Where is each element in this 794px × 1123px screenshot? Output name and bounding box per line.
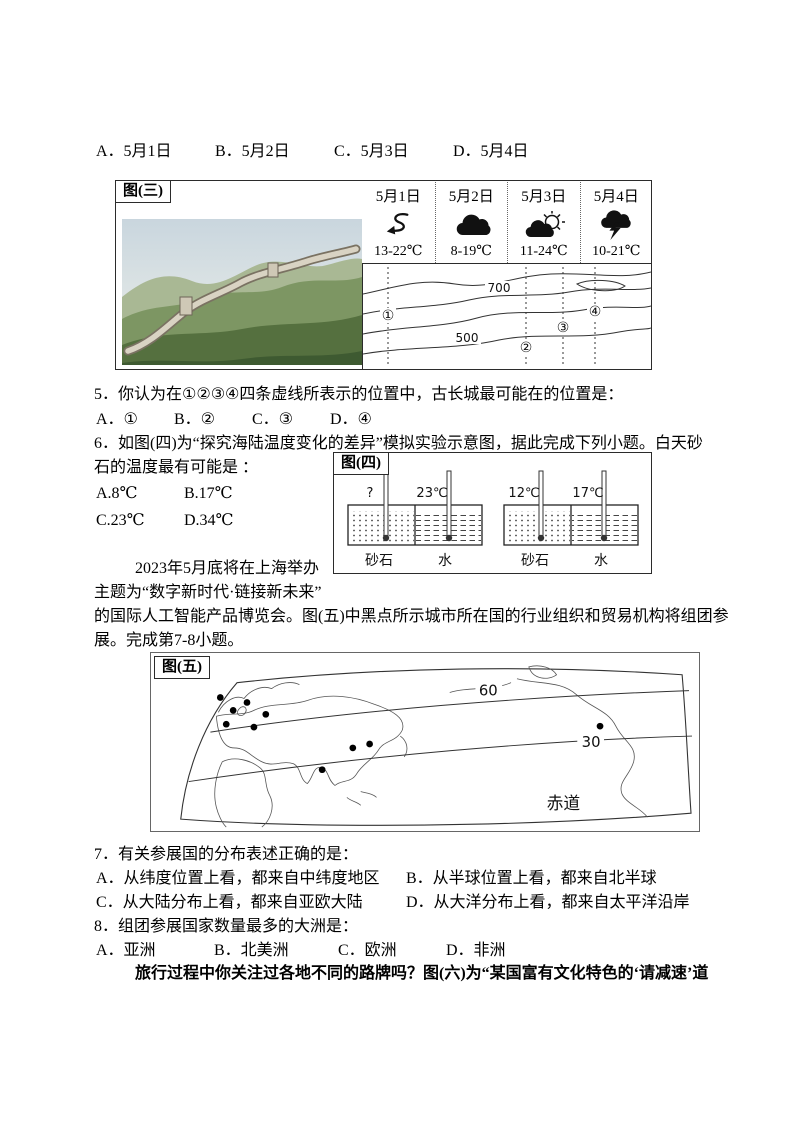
weather-temp: 8-19℃	[450, 244, 492, 259]
weather-day-1: 5月1日 13-22℃	[362, 182, 435, 263]
figure4-label: 图(四)	[333, 452, 389, 475]
great-wall-photo-svg	[122, 219, 362, 365]
lat-60-label: 60	[479, 683, 498, 700]
svg-text:12℃: 12℃	[508, 486, 539, 501]
q4-option-c: C．5月3日	[334, 143, 409, 160]
svg-text:500: 500	[456, 331, 479, 345]
overcast-icon	[449, 206, 493, 243]
temperature-readings: ? 23℃ 12℃ 17℃	[367, 486, 604, 501]
q5-option-b: B．②	[174, 411, 216, 428]
weather-day-3: 5月3日 11-24℃	[507, 182, 580, 263]
q5-option-c: C．③	[252, 411, 294, 428]
svg-text:17℃: 17℃	[572, 486, 603, 501]
weather-temp: 13-22℃	[374, 244, 423, 259]
svg-text:700: 700	[488, 281, 511, 295]
svg-text:④: ④	[589, 304, 602, 320]
weather-temp: 11-24℃	[519, 244, 568, 259]
q4-options-row: A．5月1日 B．5月2日 C．5月3日 D．5月4日	[96, 140, 568, 164]
closing-paragraph: 旅行过程中你关注过各地不同的路牌吗？图(六)为“某国富有文化特色的‘请减速’道	[135, 965, 709, 982]
q6-option-b: B.17℃	[184, 485, 233, 502]
svg-text:②: ②	[520, 340, 533, 356]
svg-text:水: 水	[438, 553, 452, 569]
q8-option-d: D．非洲	[446, 942, 506, 959]
q5-option-a: A．①	[96, 411, 138, 428]
q6-options-row2: C.23℃ D.34℃	[96, 509, 268, 533]
position-markers: ① ② ③ ④	[380, 304, 603, 356]
q5-stem: 5．你认为在①②③④四条虚线所表示的位置中，古长城最可能在的位置是：	[94, 386, 624, 403]
contour-map: 700 500 ① ② ③ ④	[362, 263, 652, 370]
svg-text:23℃: 23℃	[416, 486, 447, 501]
material-labels: 砂石 水 砂石 水	[365, 553, 608, 569]
q4-option-a: A．5月1日	[96, 143, 172, 160]
q5-options-row: A．① B．② C．③ D．④	[96, 408, 404, 432]
svg-text:水: 水	[594, 553, 608, 569]
q8-options-row: A．亚洲 B．北美洲 C．欧洲 D．非洲	[96, 939, 506, 963]
weather-date: 5月4日	[593, 189, 639, 205]
q4-option-b: B．5月2日	[215, 143, 290, 160]
lat-30-label: 30	[582, 734, 601, 751]
q5-option-d: D．④	[330, 411, 372, 428]
q6-options-row1: A.8℃ B.17℃	[96, 482, 268, 506]
q7-option-d: D．从大洋分布上看，都来自太平洋沿岸	[406, 894, 690, 911]
intro-line-4: 展。完成第7-8小题。	[94, 632, 244, 649]
q8-option-c: C．欧洲	[338, 942, 397, 959]
q7-option-b: B．从半球位置上看，都来自北半球	[406, 870, 657, 887]
cloudy-to-sunny-icon	[521, 206, 567, 243]
q8-option-a: A．亚洲	[96, 942, 156, 959]
svg-text:①: ①	[382, 308, 395, 324]
thunderstorm-icon	[596, 206, 636, 243]
svg-text:?: ?	[367, 486, 374, 501]
weather-date: 5月1日	[375, 189, 421, 205]
position-dashed-lines	[387, 267, 596, 366]
q6-option-a: A.8℃	[96, 485, 138, 502]
weather-date: 5月3日	[521, 189, 567, 205]
q8-option-b: B．北美洲	[214, 942, 289, 959]
q7-options-row2: C．从大陆分布上看，都来自亚欧大陆 D．从大洋分布上看，都来自太平洋沿岸	[96, 891, 690, 915]
q7-options-row1: A．从纬度位置上看，都来自中纬度地区 B．从半球位置上看，都来自北半球	[96, 867, 657, 891]
svg-text:砂石: 砂石	[365, 553, 393, 569]
figure3: 图(三) 5月1日	[115, 180, 652, 370]
contour-map-svg: 700 500 ① ② ③ ④	[362, 267, 652, 366]
great-wall-photo	[122, 219, 362, 365]
weather-forecast: 5月1日 13-22℃ 5月2日 8-19℃	[362, 182, 652, 263]
figure5-label: 图(五)	[154, 656, 210, 679]
elevation-labels: 700 500	[453, 281, 513, 345]
figure5: 图(五) 60	[150, 652, 700, 832]
svg-text:③: ③	[557, 320, 570, 336]
q6-option-d: D.34℃	[184, 512, 234, 529]
figure3-label: 图(三)	[115, 180, 171, 203]
expo-city-dots	[216, 694, 604, 774]
figure4: 图(四) ? 23℃	[333, 452, 652, 574]
q7-option-a: A．从纬度位置上看，都来自中纬度地区	[96, 870, 380, 887]
equator-label: 赤道	[547, 793, 581, 813]
q7-stem: 7．有关参展国的分布表述正确的是：	[94, 846, 359, 863]
world-map: 60 30 赤道	[180, 665, 693, 828]
q6-stem-line1: 6．如图(四)为“探究海陆温度变化的差异”模拟实验示意图，据此完成下列小题。白天…	[94, 435, 703, 452]
experiment-diagram: ? 23℃ 12℃ 17℃ 砂石 水 砂石 水	[347, 470, 639, 569]
q6-option-c: C.23℃	[96, 512, 145, 529]
weather-temp: 10-21℃	[592, 244, 641, 259]
q4-option-d: D．5月4日	[453, 143, 529, 160]
intro-line-1: 2023年5月底将在上海举办	[135, 560, 320, 577]
latitude-lines	[188, 690, 693, 783]
q8-stem: 8．组团参展国家数量最多的大洲是：	[94, 918, 359, 935]
intro-line-2: 主题为“数字新时代·链接新未来”	[94, 584, 322, 601]
intro-line-3: 的国际人工智能产品博览会。图(五)中黑点所示城市所在国的行业组织和贸易机构将组团…	[94, 608, 729, 625]
weather-date: 5月2日	[448, 189, 494, 205]
q6-stem-line2: 石的温度最有可能是 ：	[94, 459, 259, 476]
wind-icon	[381, 206, 415, 243]
weather-day-4: 5月4日 10-21℃	[579, 182, 653, 263]
weather-day-2: 5月2日 8-19℃	[434, 182, 508, 263]
q7-option-c: C．从大陆分布上看，都来自亚欧大陆	[96, 894, 363, 911]
svg-text:砂石: 砂石	[521, 553, 549, 569]
